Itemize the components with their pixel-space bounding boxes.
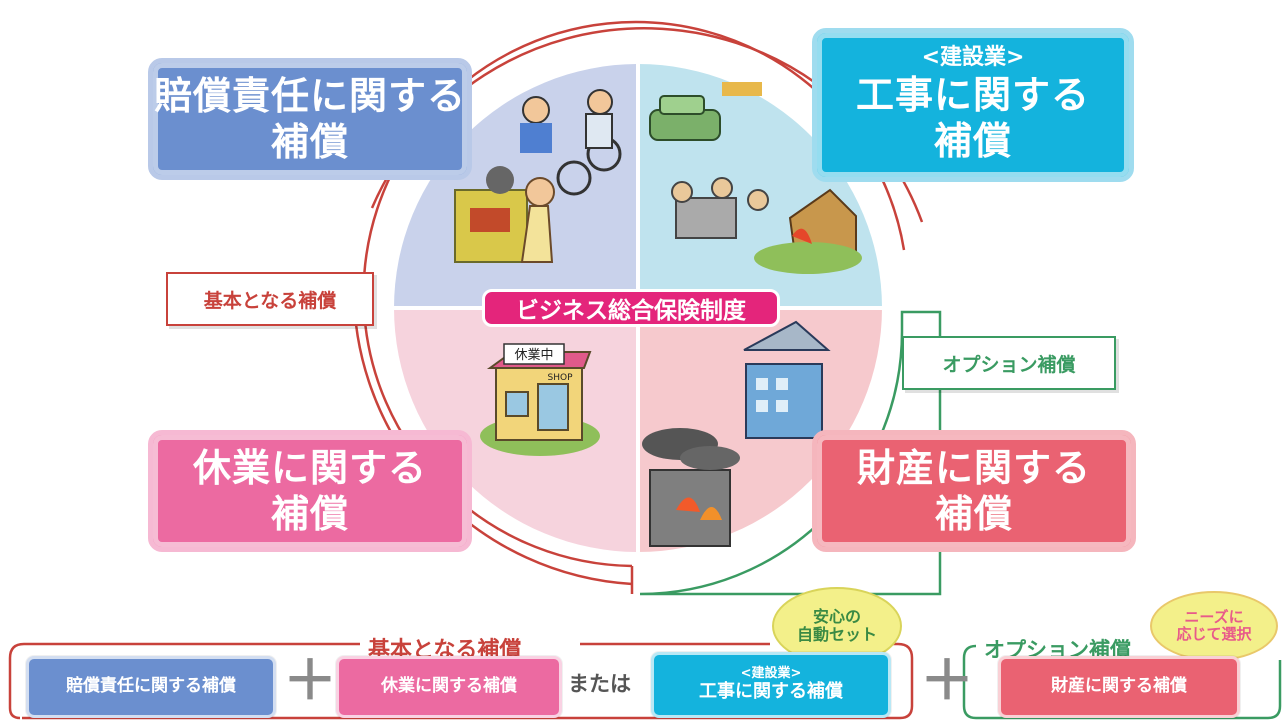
construction-line1: 工事に関する xyxy=(855,72,1090,117)
construction-pill-label: 工事に関する補償 xyxy=(699,681,843,703)
needs-line2: 応じて選択 xyxy=(1176,625,1252,643)
center-program-label: ビジネス総合保険制度 xyxy=(482,289,780,327)
construction-line2: 補償 xyxy=(933,119,1012,164)
basic-coverage-tag: 基本となる補償 xyxy=(166,272,374,326)
construction-coverage-pill: <建設業> 工事に関する補償 xyxy=(651,652,891,718)
property-coverage-pill: 財産に関する補償 xyxy=(998,656,1240,718)
business-line2: 補償 xyxy=(270,492,349,536)
option-coverage-tag: オプション補償 xyxy=(902,336,1116,390)
or-text: または xyxy=(568,672,631,696)
liability-coverage-box: 賠償責任に関する 補償 xyxy=(148,58,472,180)
needs-line1: ニーズに xyxy=(1184,607,1244,626)
property-coverage-box: 財産に関する 補償 xyxy=(812,430,1136,552)
liability-coverage-pill: 賠償責任に関する補償 xyxy=(26,656,276,718)
property-line2: 補償 xyxy=(934,492,1013,536)
construction-pill-prefix: <建設業> xyxy=(740,666,802,682)
option-group-outline xyxy=(962,644,1282,720)
basic-group-outline xyxy=(8,642,914,720)
auto-set-line2: 自動セット xyxy=(796,625,877,644)
liability-line1: 賠償責任に関する xyxy=(153,73,466,118)
construction-illustration xyxy=(649,82,862,274)
plus-icon: ＋ xyxy=(283,649,337,712)
select-by-needs-bubble: ニーズに 応じて選択 xyxy=(1150,591,1278,661)
construction-prefix: <建設業> xyxy=(921,44,1025,70)
plus-icon: ＋ xyxy=(920,649,974,712)
liability-line2: 補償 xyxy=(270,120,349,164)
construction-coverage-box: <建設業> 工事に関する 補償 xyxy=(812,28,1134,182)
property-line1: 財産に関する xyxy=(856,445,1091,490)
shop-label-text: SHOP xyxy=(548,373,574,383)
liability-illustration xyxy=(454,89,622,263)
property-illustration xyxy=(642,320,831,547)
shop-sign-text: 休業中 xyxy=(514,347,553,363)
business-coverage-pill: 休業に関する補償 xyxy=(336,656,562,718)
auto-set-line1: 安心の xyxy=(812,606,861,626)
business-line1: 休業に関する xyxy=(192,445,427,490)
business-illustration: 休業中 SHOP xyxy=(480,343,600,456)
business-interruption-coverage-box: 休業に関する 補償 xyxy=(148,430,472,552)
